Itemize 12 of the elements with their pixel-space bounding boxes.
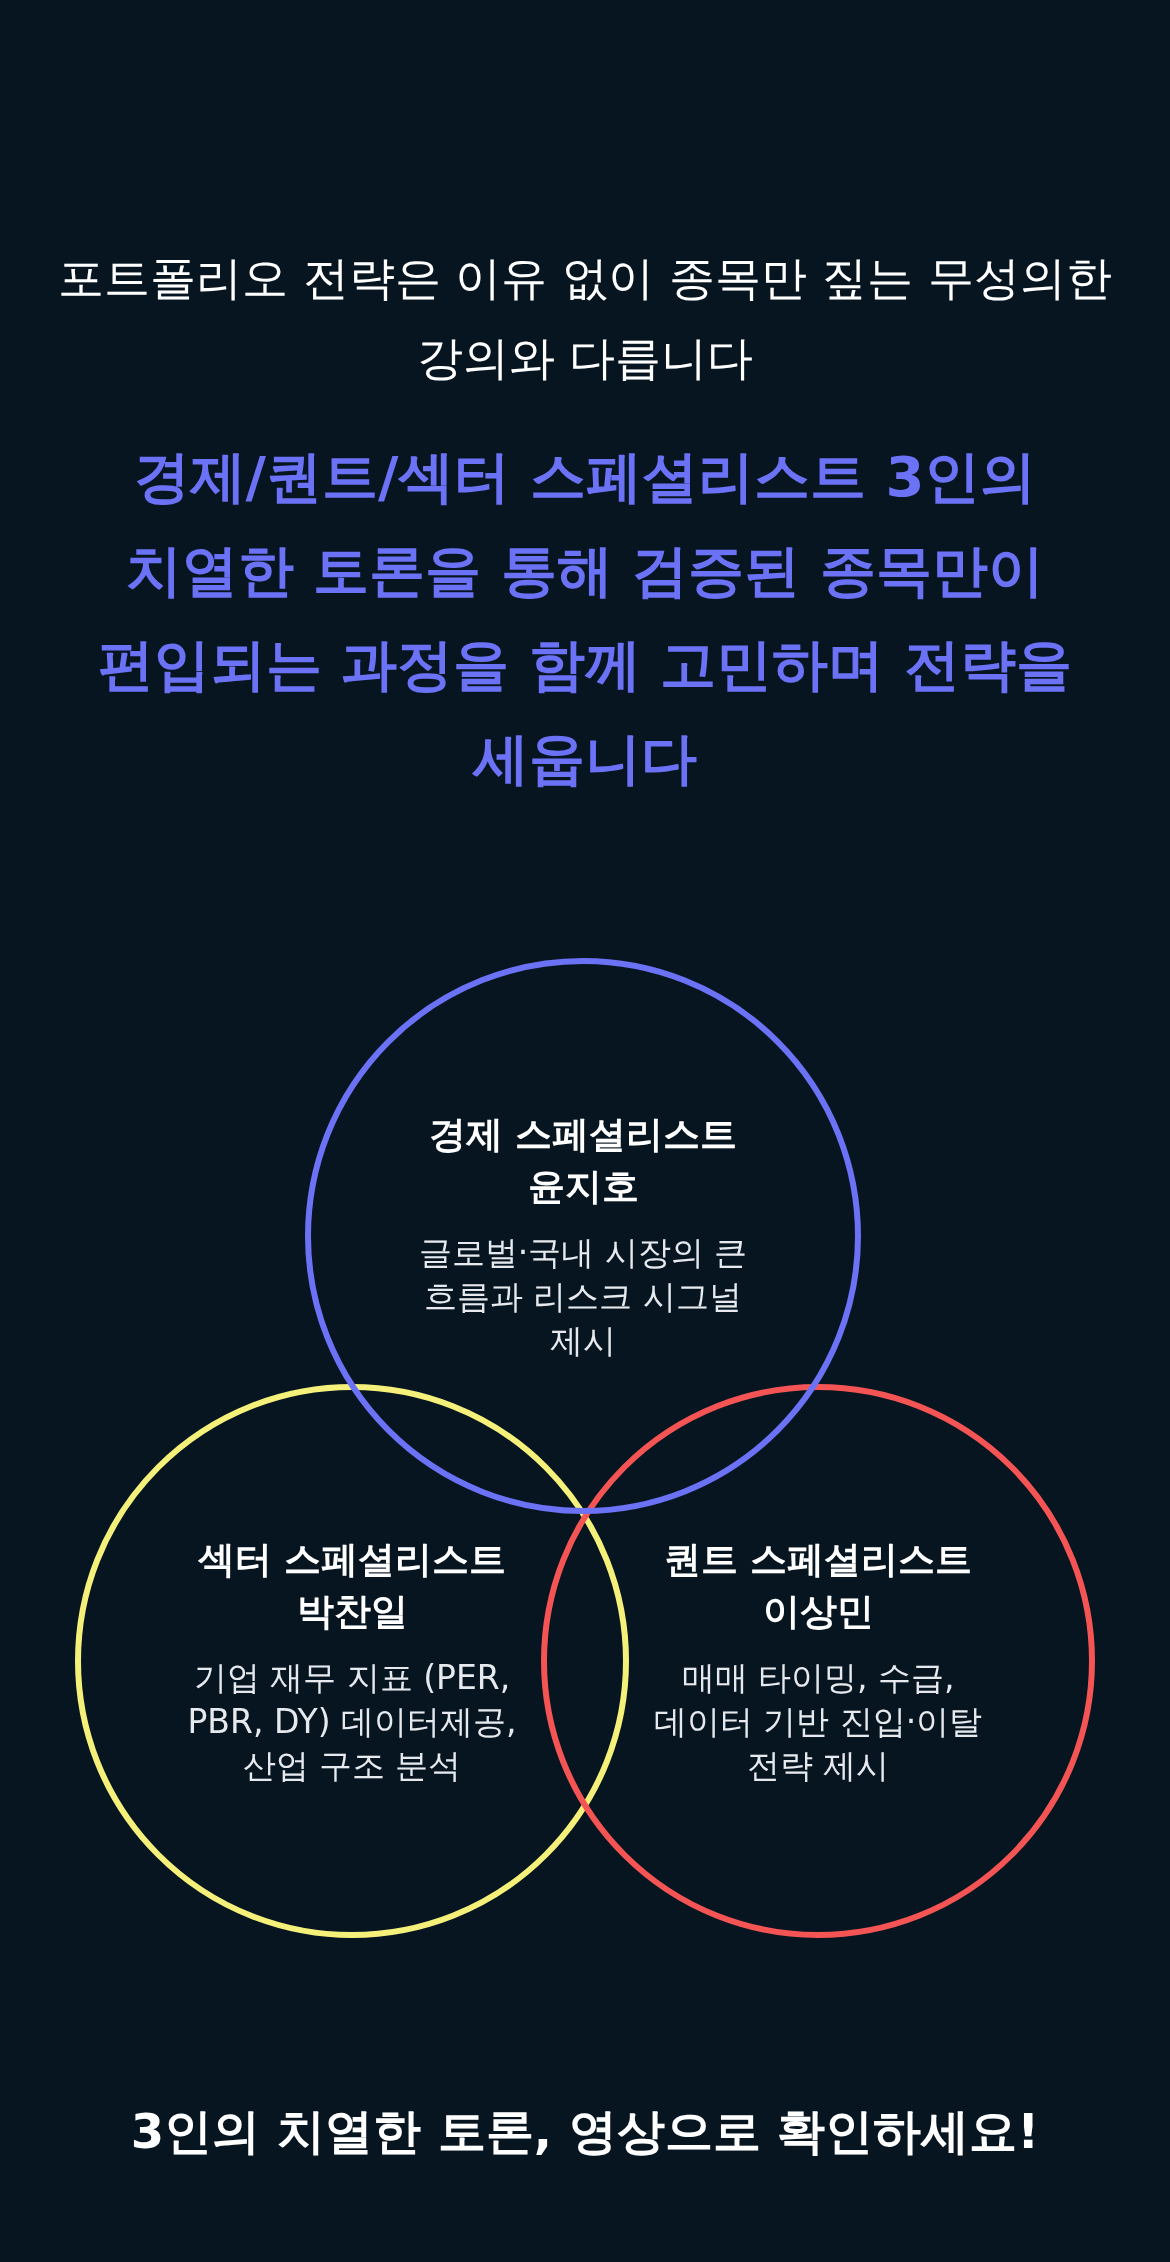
circle — [75, 1384, 629, 1938]
circle — [305, 958, 861, 1514]
specialist-heading: 경제 스페셜리스트 윤지호 — [427, 1112, 739, 1210]
role-description: 매매 타이밍, 수급, 데이터 기반 진입·이탈 전략 제시 — [652, 1657, 984, 1787]
highlight-heading: 경제/퀀트/섹터 스페셜리스트 3인의 치열한 토론을 통해 검증된 종목만이 편입되는 과정을 함께 고민하며 전략을 세웁니다 — [97, 443, 1073, 793]
title: 포트폴리오 전략은 이유 없이 종목만 짚는 무성의한 강의와 다릅니다 — [57, 250, 1113, 387]
specialist-heading: 퀀트 스페셜리스트 이상민 — [662, 1537, 974, 1635]
role-description: 기업 재무 지표 (PER, PBR, DY) 데이터제공, 산업 구조 분석 — [186, 1657, 518, 1787]
specialist-heading: 섹터 스페셜리스트 박찬일 — [196, 1537, 508, 1635]
role-description: 글로벌·국내 시장의 큰 흐름과 리스크 시그널 제시 — [418, 1232, 748, 1362]
call-to-action: 3인의 치열한 토론, 영상으로 확인하세요! — [129, 2102, 1041, 2161]
circle — [541, 1384, 1095, 1938]
